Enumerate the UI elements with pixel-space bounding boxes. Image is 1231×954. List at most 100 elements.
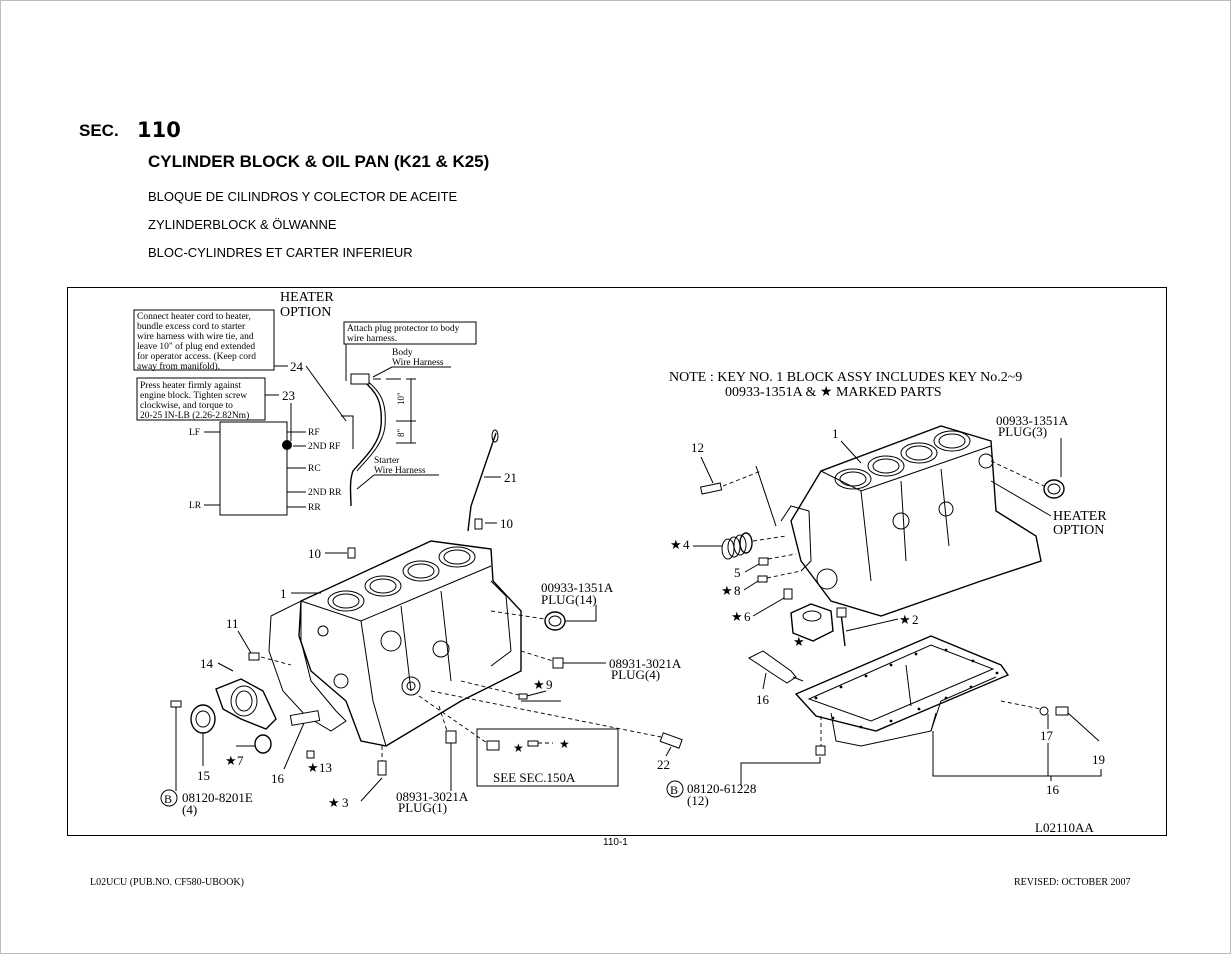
press-heater-note-line: Press heater firmly against (140, 380, 241, 391)
position-rr: RR (308, 503, 321, 513)
callout-9: 9 (546, 677, 553, 692)
dimension-10-inch: 10" (396, 392, 406, 405)
press-heater-note-line: clockwise, and torque to (140, 401, 233, 411)
callout-24: 24 (290, 359, 304, 374)
bearing-cap (790, 603, 834, 642)
b-marker-left-text: B (164, 792, 172, 806)
revision-date: REVISED: OCTOBER 2007 (1014, 877, 1131, 888)
note-line-1: NOTE : KEY NO. 1 BLOCK ASSY INCLUDES KEY… (669, 370, 1022, 385)
oil-seal (190, 704, 216, 734)
starter-wire-harness-label: Wire Harness (374, 466, 426, 476)
position-lf: LF (189, 428, 200, 438)
position-lr: LR (189, 501, 202, 511)
press-heater-note-line: 20-25 IN-LB (2.26-2.82Nm) (140, 410, 249, 421)
bolt-right-part: 08120-61228 (687, 781, 756, 796)
bearing-cap-star: ★ (793, 634, 805, 649)
callout-10-upper: 10 (500, 516, 513, 531)
subtitle-spanish: BLOQUE DE CILINDROS Y COLECTOR DE ACEITE (148, 189, 458, 204)
exploded-view-drawing: HEATER OPTION Connect heater cord to hea… (133, 290, 1107, 835)
oil-pressure-sender (659, 732, 683, 749)
page-number: 110-1 (603, 837, 628, 848)
callout-21: 21 (504, 470, 517, 485)
subtitle-french: BLOC-CYLINDRES ET CARTER INFERIEUR (148, 245, 413, 260)
see-sec-150a-text: SEE SEC.150A (493, 770, 576, 785)
figure-code: L02110AA (1035, 820, 1094, 835)
oil-seal-retainer (215, 678, 277, 730)
body-wire-harness-label: Body (392, 348, 413, 358)
bolt-left-qty: (4) (182, 802, 197, 817)
plug-1-label: PLUG(1) (398, 800, 447, 815)
plug-4-label: PLUG(4) (611, 667, 660, 682)
note-line-2: 00933-1351A & ★ MARKED PARTS (725, 385, 942, 400)
callout-15: 15 (197, 768, 210, 783)
body-wire-harness-label: Wire Harness (392, 358, 444, 368)
callout-8: 8 (734, 583, 741, 598)
callout-4-star: ★ (670, 537, 682, 552)
callout-10-left: 10 (308, 546, 321, 561)
callout-1-left: 1 (280, 586, 287, 601)
plug-14-label: PLUG(14) (541, 592, 597, 607)
see-sec-150a-box (476, 728, 619, 787)
plug-protector-note-box (343, 321, 477, 345)
plug-1-part: 08931-3021A (396, 789, 469, 804)
liquid-gasket-tube-left (289, 710, 321, 726)
liquid-gasket-tube-right (748, 650, 797, 684)
callout-1-right: 1 (832, 426, 839, 441)
callout-2: 2 (912, 612, 919, 627)
position-2nd-rr: 2ND RR (308, 488, 342, 498)
b-marker-right-text: B (670, 783, 678, 797)
heater-option-top-line2: OPTION (280, 305, 331, 320)
b-marker-left (160, 789, 178, 807)
callout-22: 22 (657, 757, 670, 772)
callout-9-star: ★ (533, 677, 545, 692)
cylinder-block-right (790, 425, 1042, 617)
callout-19: 17 (1040, 728, 1054, 743)
callout-6: 6 (744, 609, 751, 624)
heater-cord-note-line: away from manifold). (137, 361, 220, 372)
position-rf: RF (308, 428, 320, 438)
plug-3 (1043, 479, 1065, 499)
callout-20: 19 (1092, 752, 1105, 767)
callout-8-star: ★ (721, 583, 733, 598)
callout-5: 5 (734, 565, 741, 580)
oil-pan (794, 635, 1010, 732)
heater-cord-note-line: wire harness with wire tie, and (137, 332, 254, 342)
callout-17: 16 (1046, 782, 1060, 797)
heater-cord-note-line: Connect heater cord to heater, (137, 312, 251, 322)
callout-2-star: ★ (899, 612, 911, 627)
callout-4: 4 (683, 537, 690, 552)
section-number: 110 (137, 118, 181, 142)
heater-cord-note-line: bundle excess cord to starter (137, 322, 246, 332)
plug-protector-note-line: wire harness. (347, 334, 397, 344)
camshaft-bushing (739, 532, 753, 554)
b-marker-right (666, 780, 684, 798)
page-title: CYLINDER BLOCK & OIL PAN (K21 & K25) (148, 152, 490, 171)
plug-14 (544, 611, 566, 631)
heater-cord-note-line: for operator access. (Keep cord (137, 351, 256, 362)
plug-4-part: 08931-3021A (609, 656, 682, 671)
block-position-diagram (219, 421, 288, 516)
bolt-left-part: 08120-8201E (182, 790, 253, 805)
plug-protector-note-line: Attach plug protector to body (347, 324, 460, 334)
callout-3-star: ★ (328, 795, 340, 810)
heater-cord-note-box (133, 309, 275, 371)
callout-23: 23 (282, 388, 295, 403)
callout-14: 14 (200, 656, 214, 671)
plug-3-part: 00933-1351A (996, 413, 1069, 428)
parts-diagram: HEATER OPTION Connect heater cord to hea… (67, 287, 1167, 836)
dimension-8-inch: 8" (396, 429, 406, 438)
heater-cord-note-line: leave 10" of plug end extended (137, 341, 255, 352)
press-heater-note-line: engine block. Tighten screw (140, 391, 247, 401)
position-rc: RC (308, 464, 321, 474)
callout-3: 3 (342, 795, 349, 810)
callout-7-num: 7 (237, 753, 244, 768)
subtitle-german: ZYLINDERBLOCK & ÖLWANNE (148, 217, 337, 232)
plug-3-label: PLUG(3) (998, 424, 1047, 439)
callout-6-star: ★ (731, 609, 743, 624)
callout-16-left: 16 (271, 771, 285, 786)
heater-option-right-line1: HEATER (1053, 509, 1107, 524)
cylinder-block-left (298, 540, 522, 747)
callout-12: 12 (691, 440, 704, 455)
plug-14-part: 00933-1351A (541, 580, 614, 595)
bushing (254, 734, 272, 754)
